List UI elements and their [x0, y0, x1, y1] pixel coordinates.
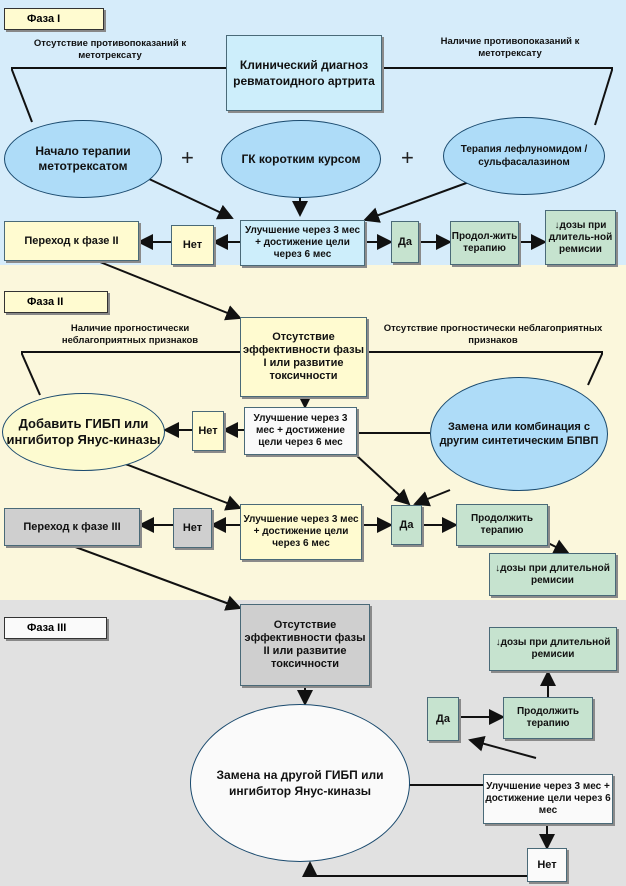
no-box-1: Нет: [171, 225, 214, 265]
phase3-title: Фаза III: [4, 617, 107, 639]
yes-box-2: Да: [391, 505, 422, 545]
next-phase3-box: Переход к фазе III: [4, 508, 140, 546]
phase1-title: Фаза I: [4, 8, 104, 30]
start-mtx-ellipse: Начало терапии метотрексатом: [4, 120, 162, 198]
reduce-dose-box-3: ↓дозы при длительной ремисии: [489, 627, 617, 671]
add-bio-ellipse: Добавить ГИБП или ингибитор Янус-киназы: [2, 393, 165, 471]
reduce-dose-box-1: ↓дозы при длитель-ной ремисии: [545, 210, 616, 265]
yes-box-1: Да: [391, 221, 419, 263]
reduce-dose-box-2: ↓дозы при длительной ремисии: [489, 553, 616, 596]
no-box-3: Нет: [173, 508, 212, 548]
prognostic-absent-label: Отсутствие прогностически неблагоприятны…: [383, 323, 603, 346]
prognostic-present-label: Наличие прогностически неблагоприятных п…: [61, 323, 199, 346]
replace-dmard-ellipse: Замена или комбинация с другим синтетиче…: [430, 377, 608, 491]
no-contraindications-label: Отсутствие противопоказаний к метотрекса…: [33, 38, 187, 61]
replace-bio-ellipse: Замена на другой ГИБП или ингибитор Янус…: [190, 704, 410, 862]
improvement-box-2: Улучшение через 3 мес + достижение цели …: [244, 407, 357, 455]
alt-therapy-ellipse: Терапия лефлуномидом / сульфасалазином: [443, 117, 605, 195]
phase2-title: Фаза II: [4, 291, 108, 313]
gk-ellipse: ГК коротким курсом: [221, 120, 381, 198]
no-box-4: Нет: [527, 848, 567, 882]
phase1-fail-box: Отсутствие эффективности фазы I или разв…: [240, 317, 367, 397]
improvement-box-4: Улучшение через 3 мес + достижение цели …: [483, 774, 613, 824]
continue-box-1: Продол-жить терапию: [450, 221, 519, 265]
improvement-box-3: Улучшение через 3 мес + достижение цели …: [240, 504, 362, 560]
plus-sign-1: +: [181, 145, 194, 170]
contraindications-label: Наличие противопоказаний к метотрексату: [440, 36, 580, 59]
phase2-fail-box: Отсутствие эффективности фазы II или раз…: [240, 604, 370, 686]
no-box-2: Нет: [192, 411, 224, 451]
continue-box-3: Продолжить терапию: [503, 697, 593, 739]
improvement-box-1: Улучшение через 3 мес + достижение цели …: [240, 220, 365, 266]
yes-box-3: Да: [427, 697, 459, 741]
diagnosis-box: Клинический диагноз ревматоидного артрит…: [226, 35, 382, 111]
continue-box-2: Продолжить терапию: [456, 504, 548, 546]
next-phase2-box: Переход к фазе II: [4, 221, 139, 261]
plus-sign-2: +: [401, 145, 414, 170]
